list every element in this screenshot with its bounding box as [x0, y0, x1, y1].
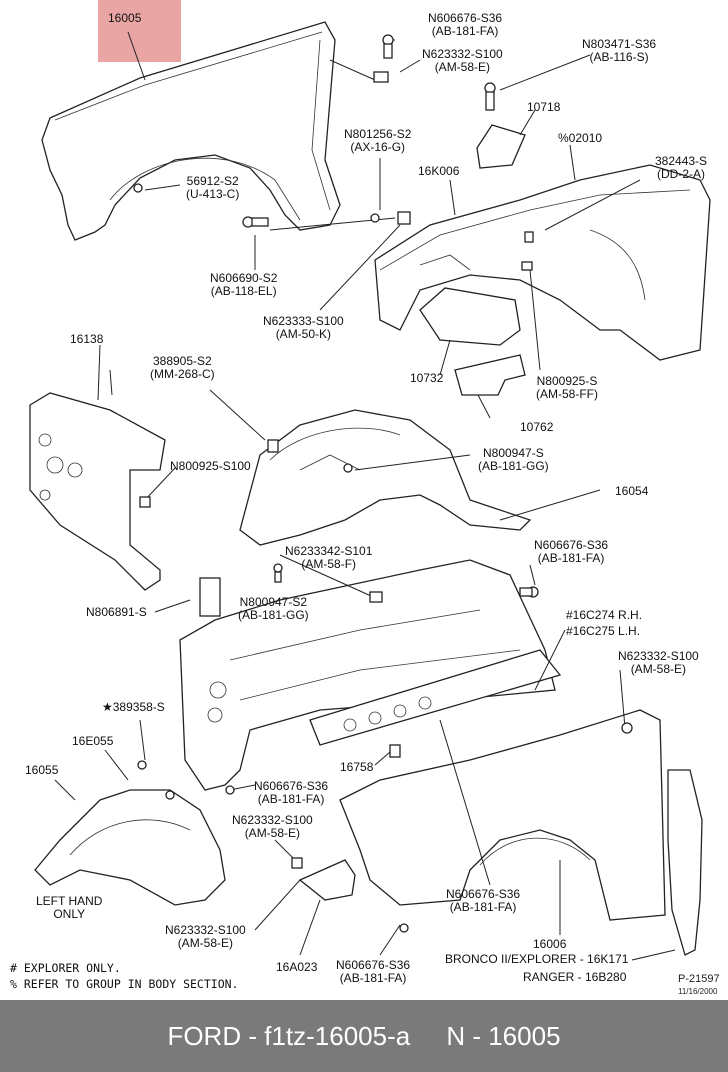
block-10718	[476, 124, 526, 169]
label-382443-s: 382443-S(DD-2-A)	[655, 154, 708, 181]
support-16138	[29, 392, 166, 591]
drawing-date: 11/16/2000	[678, 987, 718, 996]
label-n800925-s: N800925-S(AM-58-FF)	[536, 374, 598, 401]
label-16b280: RANGER - 16B280	[523, 970, 627, 984]
label-n6233342-s101: N6233342-S101(AM-58-F)	[285, 544, 373, 571]
shield-16055	[34, 789, 226, 906]
part-highlight-box	[98, 0, 181, 62]
footer-gap	[410, 1021, 446, 1052]
label-n800947-s2: N800947-S2(AB-181-GG)	[238, 595, 309, 622]
label-16k171: BRONCO II/EXPLORER - 16K171	[445, 952, 629, 966]
label-02010: %02010	[558, 131, 603, 145]
label-n801256-s2: N801256-S2(AX-16-G)	[344, 127, 412, 154]
exploded-parts-diagram	[29, 21, 711, 961]
leader-lines	[54, 31, 676, 961]
label-n606676-s36-left: N606676-S36(AB-181-FA)	[254, 779, 329, 806]
label-n803471-s36: N803471-S36(AB-116-S)	[582, 37, 657, 64]
brace-16c274	[309, 649, 562, 746]
label-16e055: 16E055	[72, 734, 114, 748]
label-16a023: 16A023	[276, 960, 318, 974]
label-16k006: 16K006	[418, 164, 460, 178]
label-n606676-s36-top: N606676-S36(AB-181-FA)	[428, 11, 503, 38]
drawing-number: P-21597	[678, 973, 720, 985]
footer-brand: FORD	[167, 1020, 242, 1051]
fender-upper-16005	[41, 21, 341, 241]
label-n806891-s: N806891-S	[86, 605, 147, 619]
label-n606690-s2: N606690-S2(AB-118-EL)	[210, 271, 278, 298]
label-n623332-s100-left: N623332-S100(AM-58-E)	[232, 813, 313, 840]
molding-16k171	[667, 769, 703, 956]
shield-16054	[239, 409, 532, 546]
label-16005-top: 16005	[108, 11, 142, 25]
footer-separator: -	[241, 1020, 265, 1051]
label-n606676-s36-lower: N606676-S36(AB-181-FA)	[446, 887, 521, 914]
apron-assembly-mid	[179, 559, 556, 791]
label-n623333-s100: N623333-S100(AM-50-K)	[263, 314, 344, 341]
label-n623332-s100-right: N623332-S100(AM-58-E)	[618, 649, 699, 676]
bracket-10762	[454, 354, 526, 396]
label-n606676-s36-bottom: N606676-S36(AB-181-FA)	[336, 958, 411, 985]
label-16c275: #16C275 L.H.	[566, 624, 641, 638]
footer-part-code: f1tz-16005-a	[264, 1020, 411, 1051]
note-refer-to-group: % REFER TO GROUP IN BODY SECTION.	[10, 977, 239, 991]
label-10762: 10762	[520, 420, 554, 434]
tray-10732	[419, 287, 521, 346]
label-10732: 10732	[410, 371, 444, 385]
label-10718: 10718	[527, 100, 561, 114]
label-16006: 16006	[533, 937, 567, 951]
label-16054: 16054	[615, 484, 649, 498]
label-n800925-s100: N800925-S100	[170, 459, 251, 473]
label-n623332-s100-bottom: N623332-S100(AM-58-E)	[165, 923, 246, 950]
fender-lower-16006	[339, 709, 666, 921]
label-388905-s2: 388905-S2(MM-268-C)	[150, 354, 215, 381]
fasteners	[133, 34, 633, 933]
label-56912-s2: 56912-S2(U-413-C)	[186, 174, 240, 201]
footer-bar: FORD - f1tz-16005-a N - 16005	[0, 1000, 728, 1072]
label-n800947-s: N800947-S(AB-181-GG)	[478, 446, 549, 473]
label-389358-s: ★389358-S	[102, 700, 165, 714]
label-n623332-s100-top: N623332-S100(AM-58-E)	[422, 47, 503, 74]
label-16758: 16758	[340, 760, 374, 774]
apron-16k006	[374, 164, 711, 361]
label-16138: 16138	[70, 332, 104, 346]
note-explorer-only: # EXPLORER ONLY.	[10, 961, 121, 975]
label-16055: 16055	[25, 763, 59, 777]
label-n606676-s36-mid: N606676-S36(AB-181-FA)	[534, 538, 609, 565]
bracket-16a023	[298, 859, 356, 901]
footer-part-number: N - 16005	[446, 1020, 561, 1051]
label-16c274: #16C274 R.H.	[566, 608, 643, 622]
